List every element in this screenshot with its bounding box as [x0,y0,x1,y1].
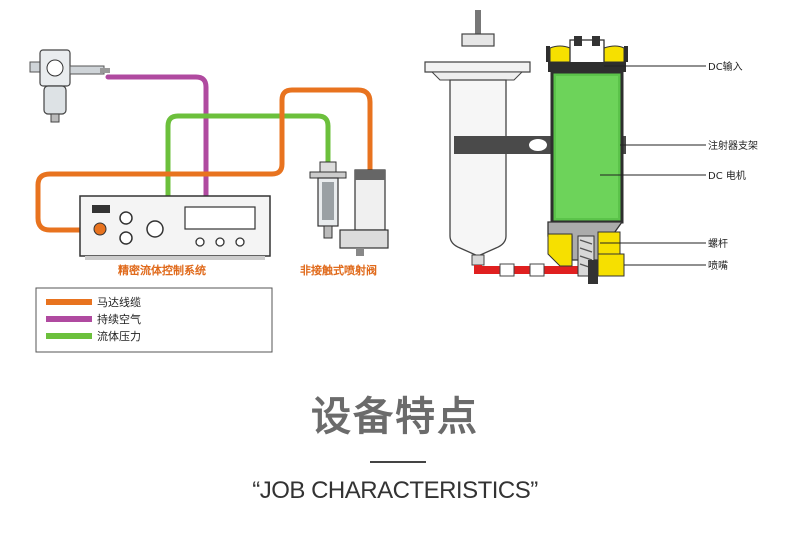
controller-label: 精密流体控制系统 [118,263,206,277]
legend-item-motor-cable: 马达线缆 [46,295,141,309]
connection-schematic: 精密流体控制系统 非接触式喷射阀 马达线缆 持续空气 [29,49,389,353]
jet-valve-assembly [309,161,389,256]
callout-nozzle: 喷嘴 [708,260,728,272]
legend-label: 马达线缆 [97,295,141,309]
air-filter-regulator [29,49,110,123]
legend-item-fluid-pressure: 流体压力 [46,329,141,343]
callout-screw: 螺杆 [708,238,728,250]
legend-label: 持续空气 [97,312,141,326]
dc-input-connector [546,36,628,67]
section-title-en: “JOB CHARACTERISTICS” [252,477,538,504]
dc-motor [548,62,626,224]
section-title-cn: 设备特点 [311,394,479,440]
valve-cross-section: DC输入 注射器支架 DC 电机 螺杆 喷嘴 [424,10,758,284]
air-line [105,74,209,208]
callout-lines [600,65,706,266]
motor-cable-line [35,87,373,233]
legend: 马达线缆 持续空气 流体压力 [35,287,273,353]
screw-assembly [547,221,625,284]
callout-dc-input: DC输入 [708,60,743,73]
legend-label: 流体压力 [97,329,141,343]
callout-dc-motor: DC 电机 [708,169,746,182]
callout-syringe-holder: 注射器支架 [708,139,758,152]
syringe-barrel [424,33,531,266]
precision-fluid-controller [79,195,271,260]
legend-item-continuous-air: 持续空气 [46,312,141,326]
title-divider [370,461,426,463]
valve-label: 非接触式喷射阀 [300,263,377,277]
fluid-feed-line [474,265,578,274]
